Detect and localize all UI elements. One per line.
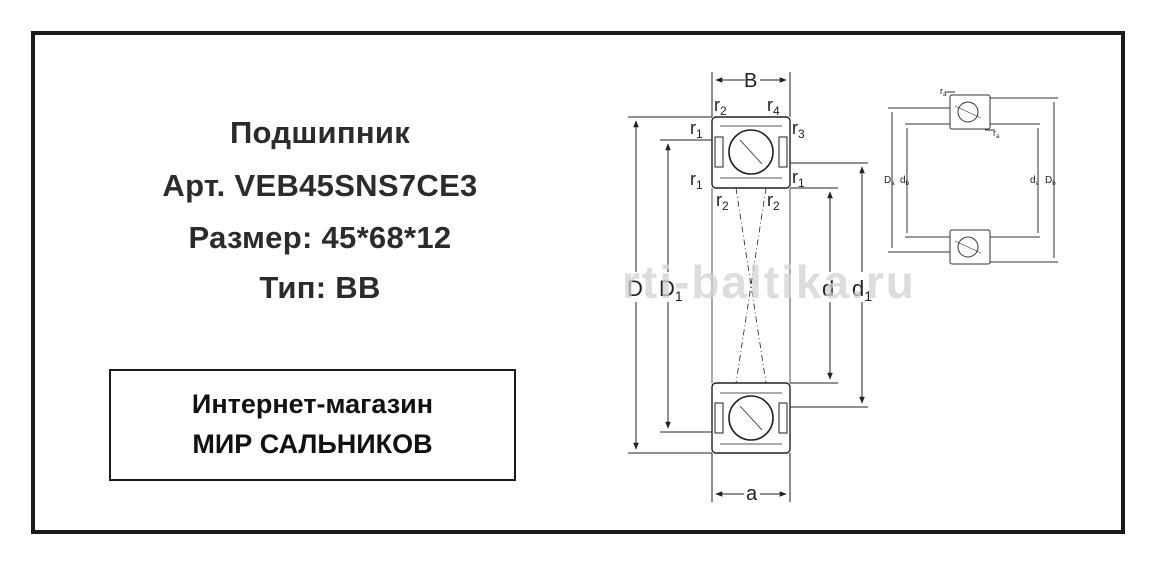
label-a: a — [746, 483, 758, 505]
label-r1-right: r1 — [792, 167, 805, 190]
bearing-section — [711, 116, 791, 454]
label-r1-left: r1 — [690, 169, 703, 192]
label-r4: r4 — [767, 95, 780, 118]
mounting-diagram — [888, 91, 1058, 265]
label-r2-top-left: r2 — [714, 95, 727, 118]
label-db-small: db — [900, 175, 910, 187]
watermark: rti-baltika.ru — [622, 256, 916, 308]
label-r3: r3 — [792, 118, 805, 141]
label-D: D — [627, 276, 643, 301]
label-da-small: da — [1030, 175, 1040, 187]
label-r2-left: r2 — [716, 190, 729, 213]
shop-line-1: Интернет-магазин — [191, 389, 434, 419]
product-size: Размер: 45*68*12 — [188, 220, 452, 255]
label-ra-bottom: ra — [993, 128, 1000, 140]
dimension-lines — [628, 72, 868, 502]
shop-line-2: МИР САЛЬНИКОВ — [192, 429, 433, 459]
label-d1: d1 — [852, 276, 872, 304]
product-title: Подшипник — [229, 115, 411, 150]
outer-frame — [31, 31, 1125, 534]
label-Da-small: Da — [884, 175, 895, 187]
label-r2-right: r2 — [767, 190, 780, 213]
label-D1: D1 — [659, 276, 683, 304]
upper-ball — [728, 129, 774, 175]
label-ra-top: ra — [940, 86, 947, 98]
label-r1-top: r1 — [690, 118, 703, 141]
label-d: d — [822, 276, 834, 301]
product-article: Арт. VEB45SNS7CE3 — [162, 168, 478, 203]
lower-ball — [728, 395, 774, 441]
label-B: B — [744, 70, 757, 92]
product-type: Тип: BB — [259, 270, 381, 305]
lower-rings-outline — [711, 382, 791, 454]
upper-rings-outline — [711, 116, 791, 189]
shop-box: Интернет-магазин МИР САЛЬНИКОВ — [109, 369, 516, 481]
label-Db-small: Db — [1045, 175, 1056, 187]
